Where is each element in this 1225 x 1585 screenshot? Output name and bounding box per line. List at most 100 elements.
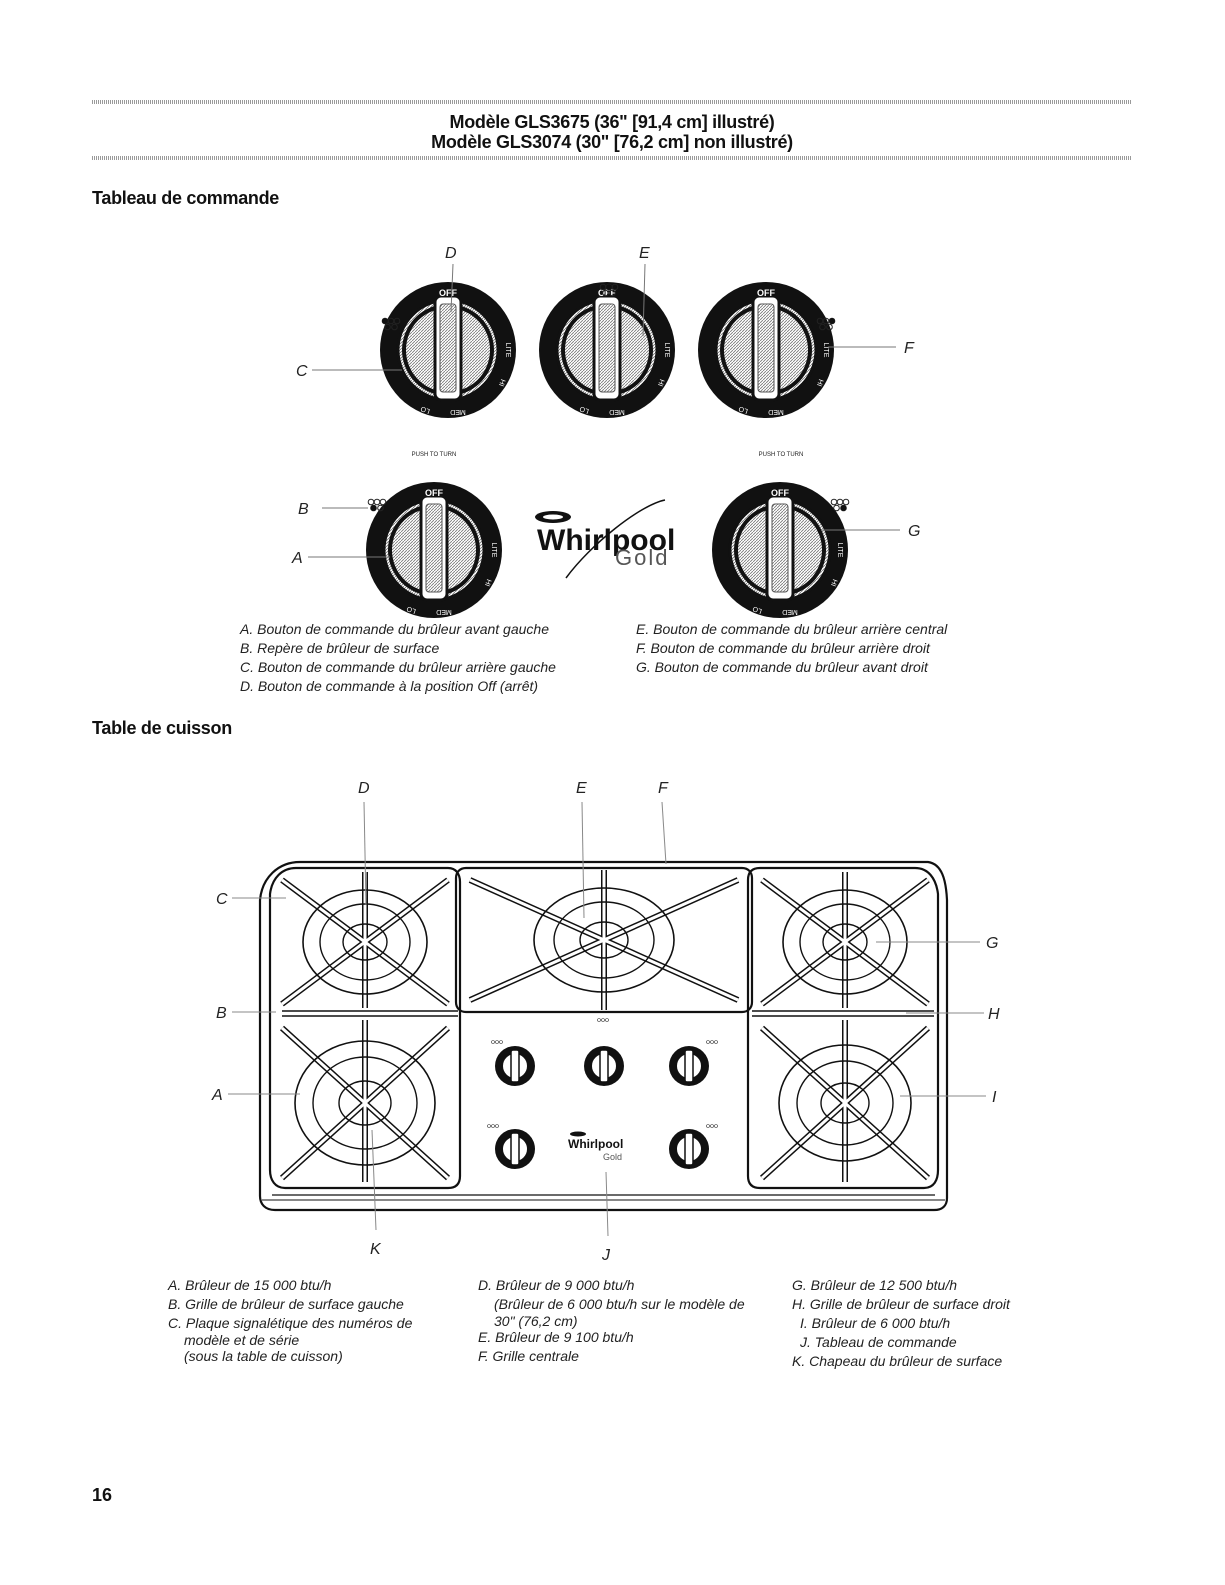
whirlpool-gold-logo: Whirlpool Gold [535, 499, 675, 579]
callout-D: D [445, 245, 457, 262]
burner-marker-rear-center [599, 283, 619, 297]
left-grate [268, 866, 462, 1190]
legend-item-G: G. Bouton de commande du brûleur avant d… [636, 659, 928, 675]
callout-H: H [988, 1006, 1000, 1023]
callout-A: A [211, 1087, 223, 1104]
callout-K: K [370, 1241, 382, 1258]
control-panel-diagram: OFF LITE HI MED LO OFF LITE HI MED LO OF… [291, 245, 920, 620]
callout-B: B [216, 1005, 227, 1022]
control-panel-legend-left: A. Bouton de commande du brûleur avant g… [240, 620, 556, 696]
mini-logo-whirlpool-text: Whirlpool [568, 1137, 623, 1151]
knob-hi-label: HI [829, 578, 838, 587]
knob-lo-label: LO [578, 404, 590, 414]
knob-hi-label: HI [656, 378, 665, 387]
knob-hi-label: HI [497, 378, 506, 387]
cooktop-diagram: Whirlpool Gold D E F C B A G H I K J [211, 780, 1000, 1264]
burner-marker-front-right [830, 498, 850, 512]
callout-C: C [296, 363, 308, 380]
callout-G: G [986, 935, 998, 952]
callout-G: G [908, 523, 920, 540]
knob-med-label: MED [436, 608, 452, 615]
knob-lite-label: LITE [822, 343, 829, 358]
legend-item-D-note: (Brûleur de 6 000 btu/h sur le modèle de [494, 1296, 745, 1312]
legend-item-E: E. Bouton de commande du brûleur arrière… [636, 621, 948, 637]
legend-item-B: B. Repère de brûleur de surface [240, 640, 440, 656]
section-title-cooktop: Table de cuisson [92, 718, 232, 738]
knob-med-label: MED [450, 408, 466, 415]
page-header: Modèle GLS3675 (36" [91,4 cm] illustré) … [92, 112, 1132, 152]
legend-item-A: A. Bouton de commande du brûleur avant g… [240, 621, 549, 637]
cooktop-legend-col2: D. Brûleur de 9 000 btu/h (Brûleur de 6 … [478, 1276, 745, 1366]
knob-hi-label: HI [483, 578, 492, 587]
legend-item-C: C. Bouton de commande du brûleur arrière… [240, 659, 556, 675]
header-line-2: Modèle GLS3074 (30" [76,2 cm] non illust… [431, 132, 793, 152]
knob-lo-label: LO [751, 604, 763, 614]
burner-marker-rear-right [816, 317, 836, 331]
callout-I: I [992, 1089, 997, 1106]
push-to-turn-label-right: PUSH TO TURN [759, 452, 804, 458]
knob-off-label: OFF [757, 288, 775, 298]
knob-off-label: OFF [771, 488, 789, 498]
knob-rear-center: OFF LITE HI MED LO [537, 280, 677, 420]
page-number: 16 [92, 1485, 113, 1505]
callout-C: C [216, 891, 228, 908]
knob-lite-label: LITE [663, 343, 670, 358]
legend-item-F: F. Grille centrale [478, 1348, 579, 1364]
knob-med-label: MED [609, 408, 625, 415]
callout-B: B [298, 501, 309, 518]
legend-item-G: G. Brûleur de 12 500 btu/h [792, 1277, 957, 1293]
callout-E: E [639, 245, 650, 262]
legend-item-B: B. Grille de brûleur de surface gauche [168, 1296, 404, 1312]
right-grate [746, 866, 940, 1190]
knob-rear-left: OFF LITE HI MED LO [378, 280, 518, 420]
header-line-1: Modèle GLS3675 (36" [91,4 cm] illustré) [449, 112, 775, 132]
logo-gold-text: Gold [615, 545, 669, 570]
knob-off-label: OFF [439, 288, 457, 298]
legend-item-C-note: (sous la table de cuisson) [184, 1348, 343, 1364]
control-panel-callout-lines [308, 263, 900, 558]
legend-item-I: I. Brûleur de 6 000 btu/h [800, 1315, 951, 1331]
knob-lite-label: LITE [504, 343, 511, 358]
knob-med-label: MED [782, 608, 798, 615]
section-title-control-panel: Tableau de commande [92, 188, 280, 208]
cooktop-legend-col1: A. Brûleur de 15 000 btu/h B. Grille de … [168, 1276, 412, 1366]
cooktop-callout-lines [228, 801, 986, 1237]
callout-A: A [291, 550, 303, 567]
legend-item-A: A. Brûleur de 15 000 btu/h [168, 1277, 332, 1293]
knob-lo-label: LO [737, 404, 749, 414]
knob-med-label: MED [768, 408, 784, 415]
knob-off-label: OFF [598, 288, 616, 298]
knob-hi-label: HI [815, 378, 824, 387]
cooktop-body [258, 860, 949, 1212]
legend-item-C-cont: modèle et de série [184, 1332, 300, 1348]
burner-marker-rear-left [381, 317, 401, 331]
knob-lite-label: LITE [490, 543, 497, 558]
callout-F: F [658, 780, 669, 797]
knob-lite-label: LITE [836, 543, 843, 558]
callout-E: E [576, 780, 587, 797]
knob-lo-label: LO [419, 404, 431, 414]
legend-item-F: F. Bouton de commande du brûleur arrière… [636, 640, 930, 656]
header-rule-top [92, 100, 1132, 104]
callout-D: D [358, 780, 370, 797]
knob-rear-right: OFF LITE HI MED LO [696, 280, 836, 420]
legend-item-D-note-cont: 30" (76,2 cm) [494, 1313, 578, 1329]
knob-front-left: OFF LITE HI MED LO [364, 480, 504, 620]
logo-whirlpool-text: Whirlpool [537, 524, 675, 557]
legend-item-J: J. Tableau de commande [800, 1334, 957, 1350]
legend-item-K: K. Chapeau du brûleur de surface [792, 1353, 1003, 1369]
knob-off-label: OFF [425, 488, 443, 498]
callout-J: J [601, 1247, 611, 1264]
callout-F: F [904, 340, 915, 357]
control-panel-legend-right: E. Bouton de commande du brûleur arrière… [636, 620, 947, 677]
legend-item-D: D. Brûleur de 9 000 btu/h [478, 1277, 635, 1293]
legend-item-H: H. Grille de brûleur de surface droit [792, 1296, 1010, 1312]
burner-marker-front-left [367, 498, 387, 512]
mini-control-panel: Whirlpool Gold [487, 1018, 718, 1169]
knob-front-right: OFF LITE HI MED LO [710, 480, 850, 620]
knob-lo-label: LO [405, 604, 417, 614]
cooktop-legend-col3: G. Brûleur de 12 500 btu/h H. Grille de … [792, 1276, 1010, 1371]
center-grate [454, 866, 754, 1014]
push-to-turn-label-left: PUSH TO TURN [412, 452, 457, 458]
legend-item-C: C. Plaque signalétique des numéros de [168, 1315, 413, 1331]
